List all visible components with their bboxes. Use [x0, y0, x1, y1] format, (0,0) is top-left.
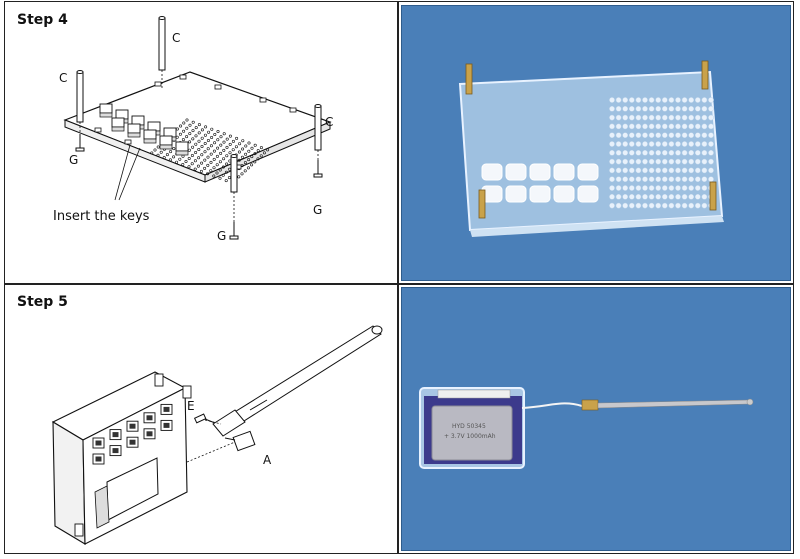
photo-antenna-wire	[521, 402, 583, 409]
row-divider	[5, 283, 793, 285]
antenna	[212, 325, 383, 437]
plate-slots	[94, 74, 297, 170]
callout-e: E	[187, 399, 195, 413]
standoff-front	[230, 155, 238, 193]
connector-a	[224, 430, 256, 452]
column-divider	[397, 2, 399, 553]
step-5-title: Step 5	[17, 294, 68, 310]
photo-lens-grid	[609, 97, 714, 209]
alignment-lines	[79, 70, 319, 222]
step-5-drawing: E A	[51, 325, 383, 545]
acrylic-plate-top	[63, 71, 332, 176]
step-5-photo-drawing: HYD 50345 + 3.7V 1000mAh	[402, 288, 790, 550]
standoff-left	[76, 71, 84, 123]
callout-c-left: C	[59, 71, 67, 85]
callout-g-left: G	[69, 153, 78, 167]
enclosure-posts	[74, 373, 192, 537]
standoff-back	[158, 17, 166, 71]
screws	[75, 134, 323, 240]
step-4-photo	[401, 5, 791, 281]
photo-battery	[431, 405, 513, 461]
assembly-lines	[186, 419, 236, 463]
enclosure-keys	[92, 403, 173, 465]
standoff-right	[314, 105, 322, 151]
instruction-sheet: Step 4	[4, 1, 794, 554]
step-5-photo: HYD 50345 + 3.7V 1000mAh	[401, 287, 791, 551]
photo-keypad-keys	[481, 163, 599, 203]
insert-keys-label: Insert the keys	[53, 209, 150, 224]
step-4-diagram: C C C G G G Insert the keys	[35, 10, 385, 280]
callout-g-right: G	[313, 203, 322, 217]
battery-label-2: + 3.7V 1000mAh	[444, 433, 496, 440]
step-4-title: Step 4	[17, 12, 68, 28]
callout-c-back: C	[172, 31, 180, 45]
callout-c-right: C	[325, 115, 333, 129]
step-5-diagram: E A	[35, 292, 385, 552]
photo-brass-standoffs	[465, 60, 717, 219]
standoffs	[76, 16, 322, 193]
callout-g-front: G	[217, 229, 226, 243]
step-4-drawing: C C C G G G Insert the keys	[53, 16, 333, 243]
insert-keys-leader	[114, 144, 131, 201]
keypad-keys	[99, 103, 189, 156]
battery-label-1: HYD 50345	[452, 423, 486, 430]
callout-a: A	[263, 453, 272, 467]
screw-e	[193, 413, 216, 424]
step-4-photo-drawing	[402, 6, 790, 280]
photo-antenna-connector	[581, 399, 599, 411]
